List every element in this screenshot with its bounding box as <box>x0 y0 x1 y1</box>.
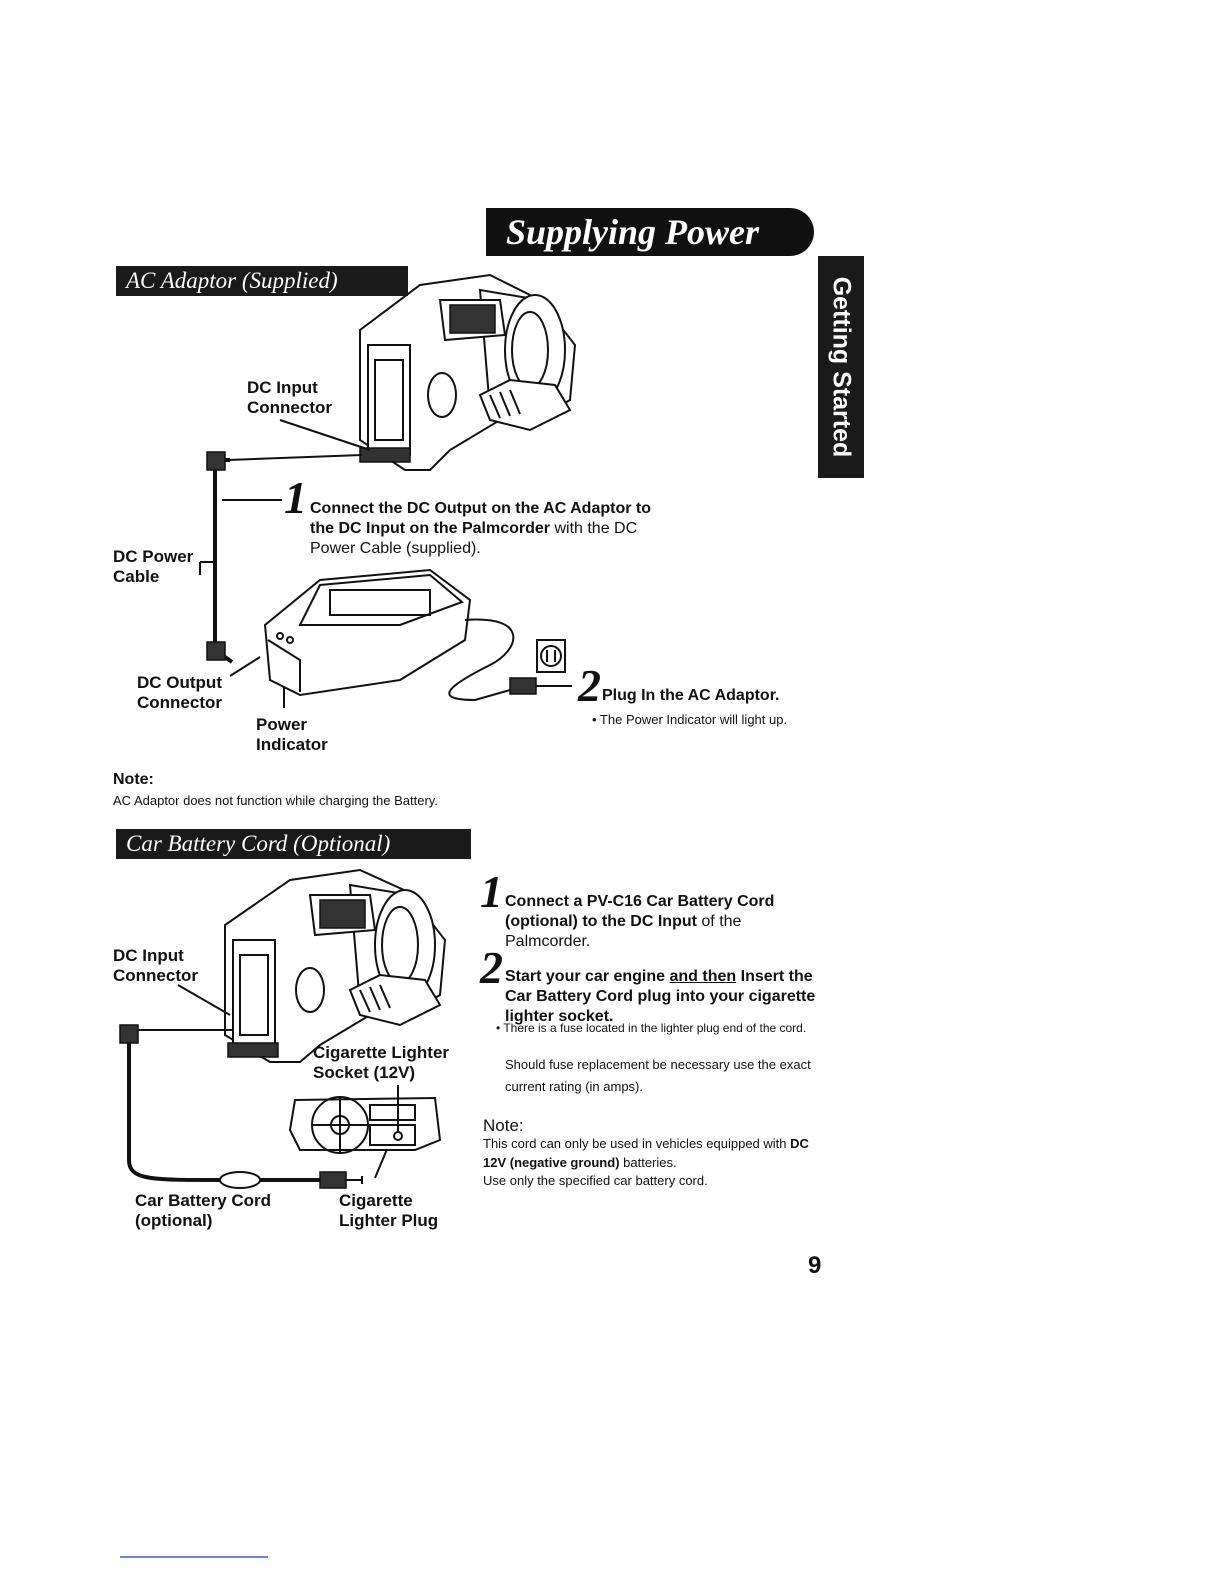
ac-step1-text: Connect the DC Output on the AC Adaptor … <box>310 500 651 557</box>
car-step2-fuse-note: • There is a fuse located in the lighter… <box>496 1021 807 1035</box>
car-step2-fuse-replacement: Should fuse replacement be necessary use… <box>505 1057 811 1094</box>
label-power-indicator: Power Indicator <box>256 715 328 754</box>
ac-adaptor-illustration <box>263 568 572 702</box>
ac-step2-number: 2 <box>578 660 601 711</box>
car-note-heading: Note: <box>483 1116 524 1135</box>
car-note-text-line2: Use only the specified car battery cord. <box>483 1173 708 1188</box>
car-step1-number: 1 <box>480 866 503 917</box>
ac-step1-number: 1 <box>284 472 307 523</box>
car-note-text: This cord can only be used in vehicles e… <box>483 1136 809 1170</box>
car-battery-heading: Car Battery Cord (Optional) <box>116 829 471 859</box>
section-tab-getting-started: Getting Started <box>818 256 864 478</box>
label-car-dc-input-connector: DC Input Connector <box>113 946 198 985</box>
ac-step2-text: Plug In the AC Adaptor. <box>602 687 780 704</box>
page-title: Supplying Power <box>486 208 814 256</box>
page-number: 9 <box>808 1252 822 1279</box>
palmcorder-illustration-top <box>359 273 577 471</box>
dashboard-illustration <box>288 1085 442 1154</box>
car-step2-text: Start your car engine and then Insert th… <box>505 968 816 1025</box>
label-dc-input-connector: DC Input Connector <box>247 378 332 417</box>
car-step1-text: Connect a PV-C16 Car Battery Cord (optio… <box>505 893 775 950</box>
palmcorder-illustration-bottom <box>224 868 447 1063</box>
section-tab-label: Getting Started <box>827 276 856 458</box>
label-car-battery-cord: Car Battery Cord (optional) <box>135 1191 272 1230</box>
car-battery-cord <box>119 984 396 1189</box>
ac-adaptor-heading: AC Adaptor (Supplied) <box>116 266 408 296</box>
car-step2-number: 2 <box>480 942 503 993</box>
label-cigarette-lighter-socket: Cigarette Lighter Socket (12V) <box>313 1043 450 1082</box>
ac-note-heading: Note: <box>113 771 154 788</box>
ac-note-text: AC Adaptor does not function while charg… <box>113 793 438 808</box>
dc-power-cable <box>199 451 363 664</box>
label-cigarette-lighter-plug: Cigarette Lighter Plug <box>339 1191 439 1230</box>
label-dc-power-cable: DC Power Cable <box>113 547 194 586</box>
label-dc-output-connector: DC Output Connector <box>137 673 222 712</box>
ac-step2-subtext: • The Power Indicator will light up. <box>592 712 788 727</box>
